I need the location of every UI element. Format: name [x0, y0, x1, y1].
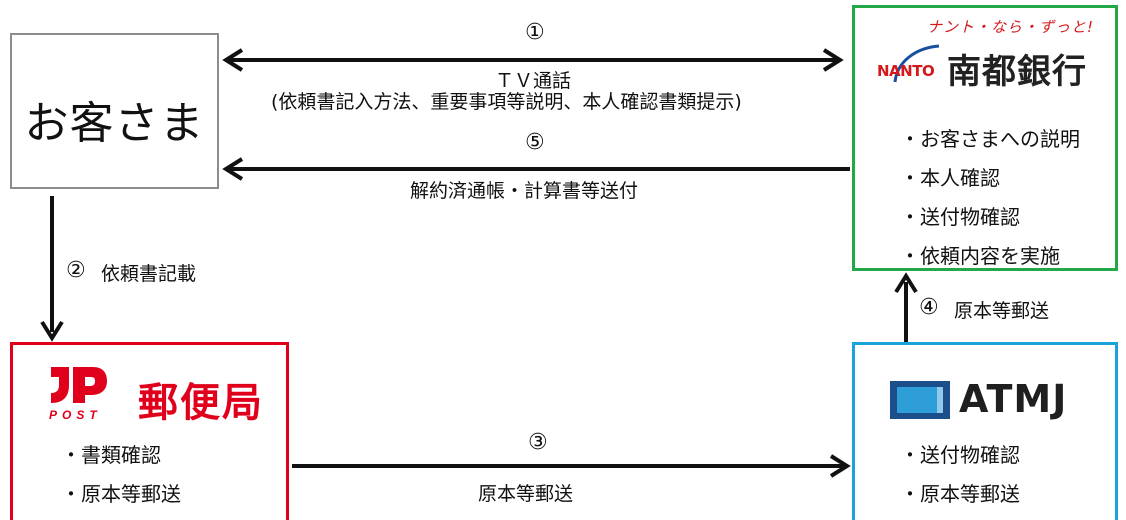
- list-item: ・原本等郵送: [900, 482, 1020, 506]
- list-item: ・送付物確認: [900, 205, 1020, 229]
- step5-number: ⑤: [525, 130, 545, 155]
- nanto-tagline: ナント・なら・ずっと!: [927, 18, 1095, 36]
- list-item: ・依頼内容を実施: [900, 244, 1060, 268]
- atmj-monitor-icon: [890, 381, 950, 419]
- list-item: ・お客さまへの説明: [900, 127, 1080, 151]
- step1-detail: (依頼書記入方法、重要事項等説明、本人確認書類提示): [271, 91, 742, 113]
- nanto-task-list: ・お客さまへの説明 ・本人確認 ・送付物確認 ・依頼内容を実施: [900, 120, 1080, 276]
- step3-number: ③: [528, 430, 548, 455]
- nanto-swoosh-icon: [893, 44, 940, 83]
- customer-label: お客さま: [24, 98, 205, 149]
- atmj-task-list: ・送付物確認 ・原本等郵送: [900, 436, 1020, 514]
- post-logo-text: POST: [49, 408, 102, 421]
- post-office-box: POST 郵便局 ・書類確認 ・原本等郵送: [10, 342, 289, 520]
- step2-number: ②: [66, 258, 86, 283]
- step2-label: 依頼書記載: [101, 263, 197, 285]
- nanto-bank-box: ナント・なら・ずっと! NANTO 南都銀行 ・お客さまへの説明 ・本人確認 ・…: [852, 5, 1118, 271]
- atmj-name: ATMJ: [959, 377, 1068, 421]
- step1-label: ＴＶ通話: [495, 70, 572, 92]
- list-item: ・書類確認: [61, 443, 161, 467]
- customer-box: お客さま: [10, 33, 219, 189]
- list-item: ・原本等郵送: [61, 482, 181, 506]
- post-office-name: 郵便局: [138, 380, 264, 426]
- step5-label: 解約済通帳・計算書等送付: [410, 180, 639, 202]
- step4-label: 原本等郵送: [954, 300, 1050, 322]
- step3-label: 原本等郵送: [478, 483, 574, 505]
- atmj-box: ATMJ ・送付物確認 ・原本等郵送: [852, 342, 1118, 520]
- nanto-logo-text: NANTO: [877, 62, 935, 80]
- nanto-bank-name: 南都銀行: [947, 52, 1087, 92]
- step4-number: ④: [919, 295, 939, 320]
- list-item: ・送付物確認: [900, 443, 1020, 467]
- post-task-list: ・書類確認 ・原本等郵送: [61, 436, 181, 514]
- jp-post-logo: POST: [49, 367, 107, 421]
- step1-number: ①: [525, 20, 545, 45]
- list-item: ・本人確認: [900, 166, 1000, 190]
